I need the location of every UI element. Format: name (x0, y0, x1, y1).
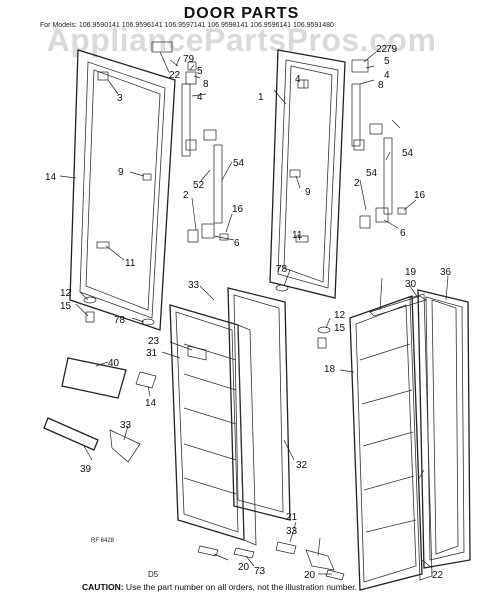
model-list: For Models: 106.9590141 106.9596141 106.… (40, 22, 334, 29)
callout-9-left: 9 (118, 167, 124, 178)
callout-14: 14 (145, 398, 157, 409)
diagram-title: DOOR PARTS (183, 5, 300, 22)
callout-28: 30 (405, 279, 417, 290)
callout-40: 40 (108, 358, 120, 369)
callout-79-right: 79 (386, 44, 398, 55)
callout-54-left: 54 (233, 158, 245, 169)
caution-text: Use the part number on all orders, not t… (123, 582, 357, 592)
left-loose-parts (43, 357, 255, 559)
right-door-bracket (295, 235, 309, 243)
callout-3-right: 4 (295, 74, 301, 85)
left-hinge-assembly (151, 41, 229, 243)
callout-11-left: 11 (125, 258, 136, 269)
callout-78-right: 78 (276, 264, 288, 275)
callout-5-left: 5 (197, 66, 203, 77)
callout-21-right: 22 (432, 570, 444, 581)
callout-52-left: 52 (193, 180, 205, 191)
callout-23: 23 (148, 336, 160, 347)
callout-11-right: 11 (292, 230, 303, 241)
right-door-pin (289, 169, 301, 178)
callout-52-right: 54 (366, 168, 378, 179)
callout-33-right: 33 (286, 526, 298, 537)
callout-30: 31 (146, 348, 158, 359)
right-door-stop (297, 79, 309, 89)
caution-label: CAUTION: (82, 582, 124, 592)
callout-4-right: 4 (384, 70, 390, 81)
callout-78-left: 78 (114, 315, 126, 326)
callout-8-right: 8 (378, 80, 384, 91)
callout-6-right: 6 (400, 228, 406, 239)
callout-36: 36 (440, 267, 452, 278)
callout-15-left: 15 (60, 301, 72, 312)
callout-33-left: 33 (120, 420, 132, 431)
leader-lines (59, 51, 449, 575)
callout-5-right: 5 (384, 56, 390, 67)
callout-16-right: 16 (414, 190, 426, 201)
right-hinge-assembly (351, 59, 407, 229)
callout-15-right: 15 (334, 323, 346, 334)
callout-31: 33 (188, 280, 200, 291)
small-parts (83, 284, 331, 349)
callout-3-left: 3 (117, 93, 123, 104)
callout-79-left: 79 (183, 54, 195, 65)
left-door-pin (142, 173, 152, 181)
callout-12-right: 12 (334, 310, 346, 321)
left-liner (169, 287, 291, 546)
callout-4-left: 4 (197, 92, 203, 103)
caution-note: CAUTION: Use the part number on all orde… (82, 582, 357, 592)
callout-73: 73 (254, 566, 266, 577)
callout-22-right: 22 (376, 44, 388, 55)
callout-18: 18 (324, 364, 336, 375)
left-door-stop (97, 71, 109, 81)
left-door (69, 49, 176, 331)
callout-6-left: 6 (234, 238, 240, 249)
page-code: D5 (148, 570, 159, 579)
callout-20-left: 20 (238, 562, 250, 573)
callout-2-right: 2 (354, 178, 360, 189)
callout-21-left: 21 (286, 512, 298, 523)
right-door (269, 49, 346, 299)
callout-2-left: 2 (183, 190, 189, 201)
callout-13: 14 (45, 172, 57, 183)
callout-9-right: 9 (305, 187, 311, 198)
callout-32: 32 (296, 460, 308, 471)
callout-20-right: 20 (304, 570, 316, 581)
callout-22-left: 22 (169, 70, 181, 81)
right-liner (349, 289, 471, 591)
callout-16-left: 16 (232, 204, 244, 215)
left-door-bracket (96, 241, 110, 249)
callout-1: 1 (258, 92, 264, 103)
callout-19: 19 (405, 267, 417, 278)
callout-numbers: 22 79 5 4 8 3 9 14 54 52 2 16 6 11 12 15… (45, 44, 452, 581)
callout-54-right: 54 (402, 148, 414, 159)
callout-8-left: 8 (203, 79, 209, 90)
callout-12-left: 12 (60, 288, 72, 299)
callout-39: 39 (80, 464, 92, 475)
reference-code: RF 6428 (91, 538, 115, 544)
